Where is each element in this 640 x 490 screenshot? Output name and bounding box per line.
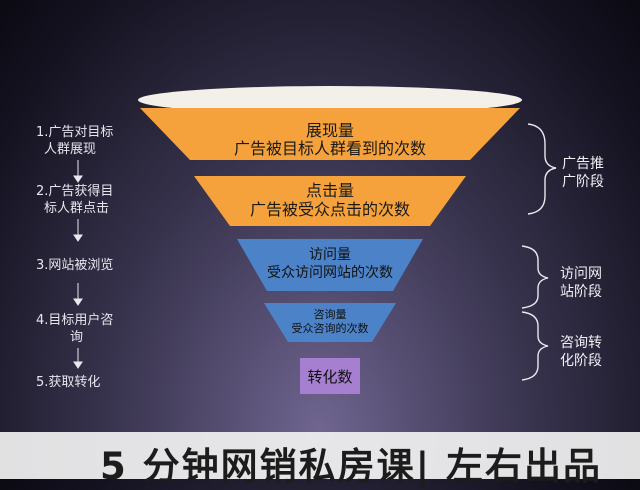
stage-braces bbox=[521, 123, 557, 381]
inquiries-desc: 受众咨询的次数 bbox=[292, 321, 369, 335]
clicks-title: 点击量 bbox=[306, 181, 354, 200]
conversions-title: 转化数 bbox=[307, 368, 352, 386]
funnel-layer-clicks bbox=[194, 176, 466, 226]
stage-1-line-1: 广告推 bbox=[562, 156, 604, 172]
stage-3-line-1: 咨询转 bbox=[560, 335, 602, 351]
stage-2: 访问网 站阶段 bbox=[560, 265, 602, 301]
step-3: 3.网站被浏览 bbox=[36, 257, 113, 274]
step-1-line-2: 人群展现 bbox=[44, 142, 97, 157]
step-3-line-1: 3.网站被浏览 bbox=[36, 258, 114, 273]
funnel-diagram: 展现量 广告被目标人群看到的次数 点击量 广告被受众点击的次数 访问量 受众访问… bbox=[73, 86, 557, 394]
stage-3-line-2: 化阶段 bbox=[560, 353, 602, 369]
footer-band bbox=[0, 432, 640, 479]
stage-3: 咨询转 化阶段 bbox=[560, 334, 602, 370]
step-5: 5.获取转化 bbox=[36, 374, 100, 391]
step-4: 4.目标用户咨 询 bbox=[36, 312, 113, 346]
visits-desc: 受众访问网站的次数 bbox=[267, 265, 393, 281]
stage-1-line-2: 广阶段 bbox=[562, 174, 604, 190]
stage-1: 广告推 广阶段 bbox=[562, 155, 604, 191]
stage-2-line-1: 访问网 bbox=[560, 266, 602, 282]
funnel-layer-inquiries bbox=[264, 303, 396, 342]
visits-title: 访问量 bbox=[309, 247, 351, 263]
step-4-line-1: 4.目标用户咨 bbox=[36, 313, 114, 328]
step-2-line-1: 2.广告获得目 bbox=[36, 184, 114, 199]
step-arrows bbox=[73, 160, 83, 369]
funnel-layer-conversions bbox=[300, 358, 360, 394]
stage-2-line-2: 站阶段 bbox=[560, 284, 602, 300]
footer-caption: 5 分钟网销私房课| 左右出品 bbox=[100, 445, 603, 488]
impressions-title: 展现量 bbox=[306, 121, 354, 140]
step-4-line-2: 询 bbox=[70, 330, 84, 345]
step-5-line-1: 5.获取转化 bbox=[36, 375, 101, 390]
funnel-layer-visits bbox=[237, 239, 423, 291]
step-2-line-2: 标人群点击 bbox=[44, 201, 110, 216]
inquiries-title: 咨询量 bbox=[314, 307, 347, 321]
step-1-line-1: 1.广告对目标 bbox=[36, 125, 114, 140]
funnel-layer-impressions bbox=[140, 108, 520, 160]
clicks-desc: 广告被受众点击的次数 bbox=[250, 200, 410, 219]
funnel-rim bbox=[138, 86, 522, 114]
step-2: 2.广告获得目 标人群点击 bbox=[36, 183, 113, 217]
step-1: 1.广告对目标 人群展现 bbox=[36, 124, 113, 158]
impressions-desc: 广告被目标人群看到的次数 bbox=[234, 139, 426, 158]
